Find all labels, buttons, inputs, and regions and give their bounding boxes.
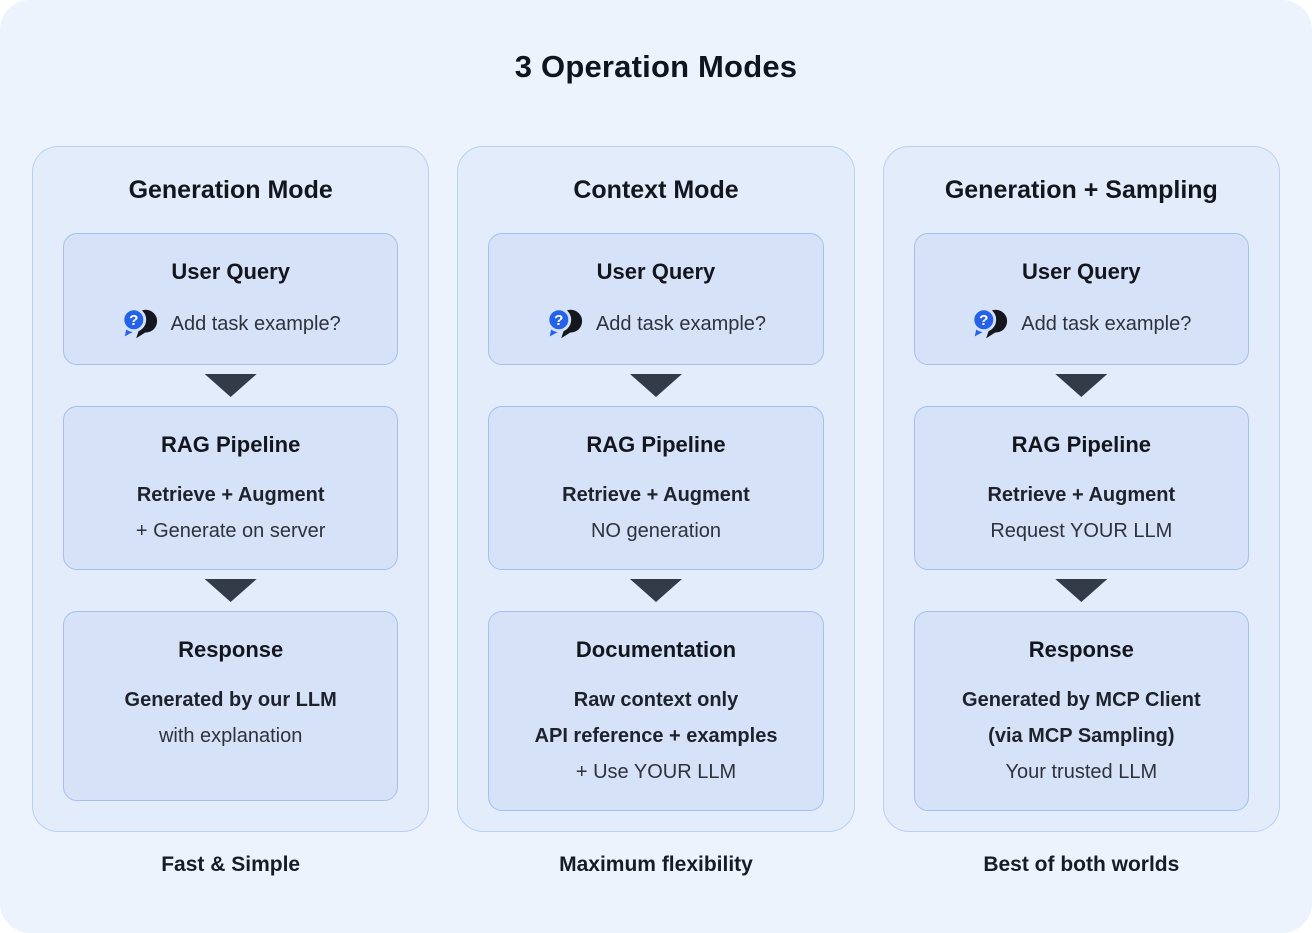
page-title: 3 Operation Modes <box>514 49 798 84</box>
svg-text:?: ? <box>129 312 138 329</box>
question-chat-icon: ? <box>546 307 583 339</box>
box-line: Request YOUR LLM <box>990 520 1173 542</box>
generation-mode-panel: Generation Mode User Query ? Add ta <box>32 146 430 832</box>
box-line: Generated by our LLM <box>124 689 337 711</box>
rag-pipeline-box: RAG Pipeline Retrieve + Augment Request … <box>913 406 1249 570</box>
box-title: RAG Pipeline <box>586 432 726 457</box>
column-context-mode: Context Mode User Query ? Add task <box>457 146 855 879</box>
svg-text:?: ? <box>979 312 988 329</box>
panel-title: Generation Mode <box>128 176 333 204</box>
column-caption: Best of both worlds <box>983 853 1180 876</box>
user-query-text: Add task example? <box>595 312 767 335</box>
rag-pipeline-box: RAG Pipeline Retrieve + Augment + Genera… <box>63 406 399 570</box>
user-query-box: User Query ? Add task example? <box>63 233 399 365</box>
box-title: User Query <box>171 259 290 284</box>
down-arrow-icon <box>629 579 682 602</box>
box-line: Retrieve + Augment <box>562 484 750 506</box>
box-line: with explanation <box>158 725 303 747</box>
user-query-line: ? Add task example? <box>499 304 812 344</box>
down-arrow-icon <box>204 374 257 397</box>
box-line: API reference + examples <box>534 725 778 747</box>
box-title: Response <box>178 637 284 662</box>
response-box: Response Generated by MCP Client (via MC… <box>913 611 1249 811</box>
box-title: RAG Pipeline <box>1011 432 1151 457</box>
box-line: Your trusted LLM <box>1005 761 1158 783</box>
box-line: + Use YOUR LLM <box>575 761 737 783</box>
down-arrow-icon <box>1055 579 1108 602</box>
arrow-row <box>63 570 398 611</box>
box-title: Documentation <box>575 637 737 662</box>
arrow-row <box>63 365 398 406</box>
box-title: RAG Pipeline <box>160 432 301 457</box>
column-caption: Maximum flexibility <box>559 853 753 876</box>
documentation-box: Documentation Raw context only API refer… <box>488 611 824 811</box>
user-query-line: ? Add task example? <box>74 304 387 344</box>
panel-title: Context Mode <box>573 176 739 204</box>
column-generation-mode: Generation Mode User Query ? Add ta <box>32 146 430 879</box>
arrow-row <box>488 365 823 406</box>
user-query-box: User Query ? Add task example? <box>913 233 1249 365</box>
down-arrow-icon <box>1055 374 1108 397</box>
box-line: Retrieve + Augment <box>987 484 1176 506</box>
box-line: NO generation <box>590 520 722 542</box>
down-arrow-icon <box>629 374 682 397</box>
question-chat-icon: ? <box>971 307 1008 339</box>
column-generation-sampling: Generation + Sampling User Query ? <box>882 146 1280 879</box>
generation-sampling-panel: Generation + Sampling User Query ? <box>882 146 1280 832</box>
box-line: Retrieve + Augment <box>136 484 325 506</box>
down-arrow-icon <box>204 579 257 602</box>
box-title: Response <box>1028 637 1134 662</box>
rag-pipeline-box: RAG Pipeline Retrieve + Augment NO gener… <box>488 406 824 570</box>
svg-text:?: ? <box>554 312 563 329</box>
box-line: Raw context only <box>573 689 739 711</box>
box-line: Generated by MCP Client <box>962 689 1201 711</box>
arrow-row <box>914 570 1249 611</box>
user-query-text: Add task example? <box>170 312 341 335</box>
box-line: (via MCP Sampling) <box>988 725 1175 747</box>
column-caption: Fast & Simple <box>161 853 301 876</box>
question-chat-icon: ? <box>121 307 157 339</box>
arrow-row <box>488 570 823 611</box>
columns-row: Generation Mode User Query ? Add ta <box>32 146 1280 879</box>
user-query-line: ? Add task example? <box>925 304 1238 344</box>
user-query-box: User Query ? Add task example? <box>488 233 824 365</box>
user-query-text: Add task example? <box>1021 312 1192 335</box>
context-mode-panel: Context Mode User Query ? Add task <box>457 146 855 832</box>
panel-title: Generation + Sampling <box>944 176 1218 204</box>
response-box: Response Generated by our LLM with expla… <box>63 611 399 801</box>
box-line: + Generate on server <box>135 520 326 542</box>
box-title: User Query <box>1022 259 1141 284</box>
arrow-row <box>914 365 1249 406</box>
box-title: User Query <box>596 259 716 284</box>
